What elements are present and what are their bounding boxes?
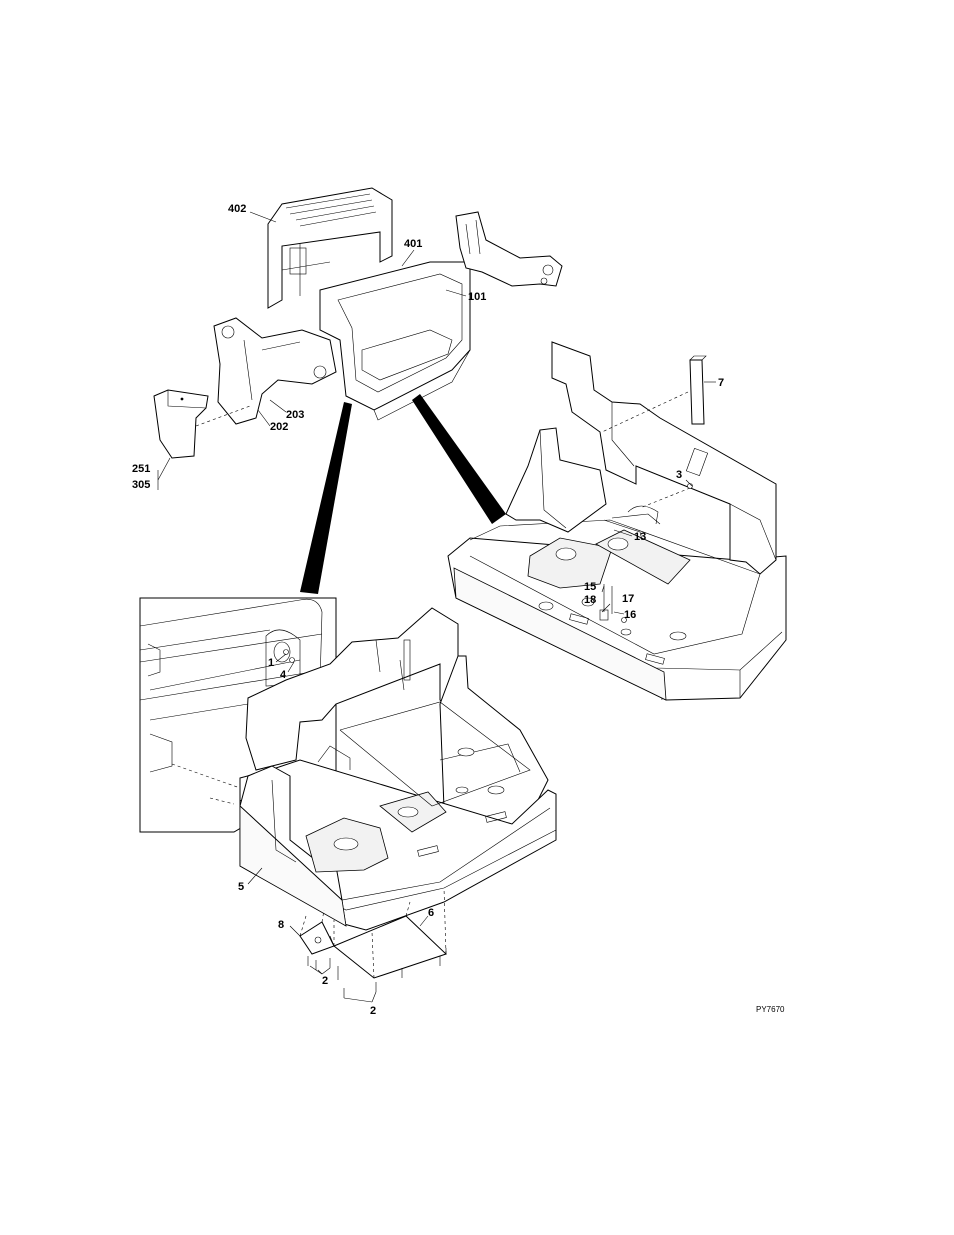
top-frame-assembly [153,187,563,459]
callout-1: 1 [268,657,274,669]
callout-17: 17 [622,593,634,605]
callout-13: 13 [634,531,646,543]
callout-402: 402 [228,203,246,215]
pointer-to-left-detail [300,402,352,594]
callout-8: 8 [278,919,284,931]
callout-18: 18 [584,594,596,606]
callout-2-lower: 2 [370,1005,376,1017]
right-leaders [601,381,716,615]
right-frame-detail [447,341,787,701]
callout-15: 15 [584,581,596,593]
left-leaders [247,653,429,1003]
callout-251: 251 [132,463,150,475]
callout-305: 305 [132,479,150,491]
callout-labels: 402 401 101 203 202 251 305 7 3 13 15 17… [132,203,785,1017]
callout-7: 7 [718,377,724,389]
bolts [307,956,441,998]
callout-4: 4 [280,669,287,681]
drawing-code: PY7670 [756,1005,785,1014]
callout-6: 6 [428,907,434,919]
callout-203: 203 [286,409,304,421]
top-leaders [157,211,467,490]
callout-202: 202 [270,421,288,433]
callout-101: 101 [468,291,486,303]
callout-401: 401 [404,238,422,250]
pointer-to-right-detail [412,394,506,524]
left-frame-detail [139,597,557,998]
callout-2-upper: 2 [322,975,328,987]
callout-5: 5 [238,881,244,893]
callout-16: 16 [624,609,636,621]
callout-3: 3 [676,469,682,481]
